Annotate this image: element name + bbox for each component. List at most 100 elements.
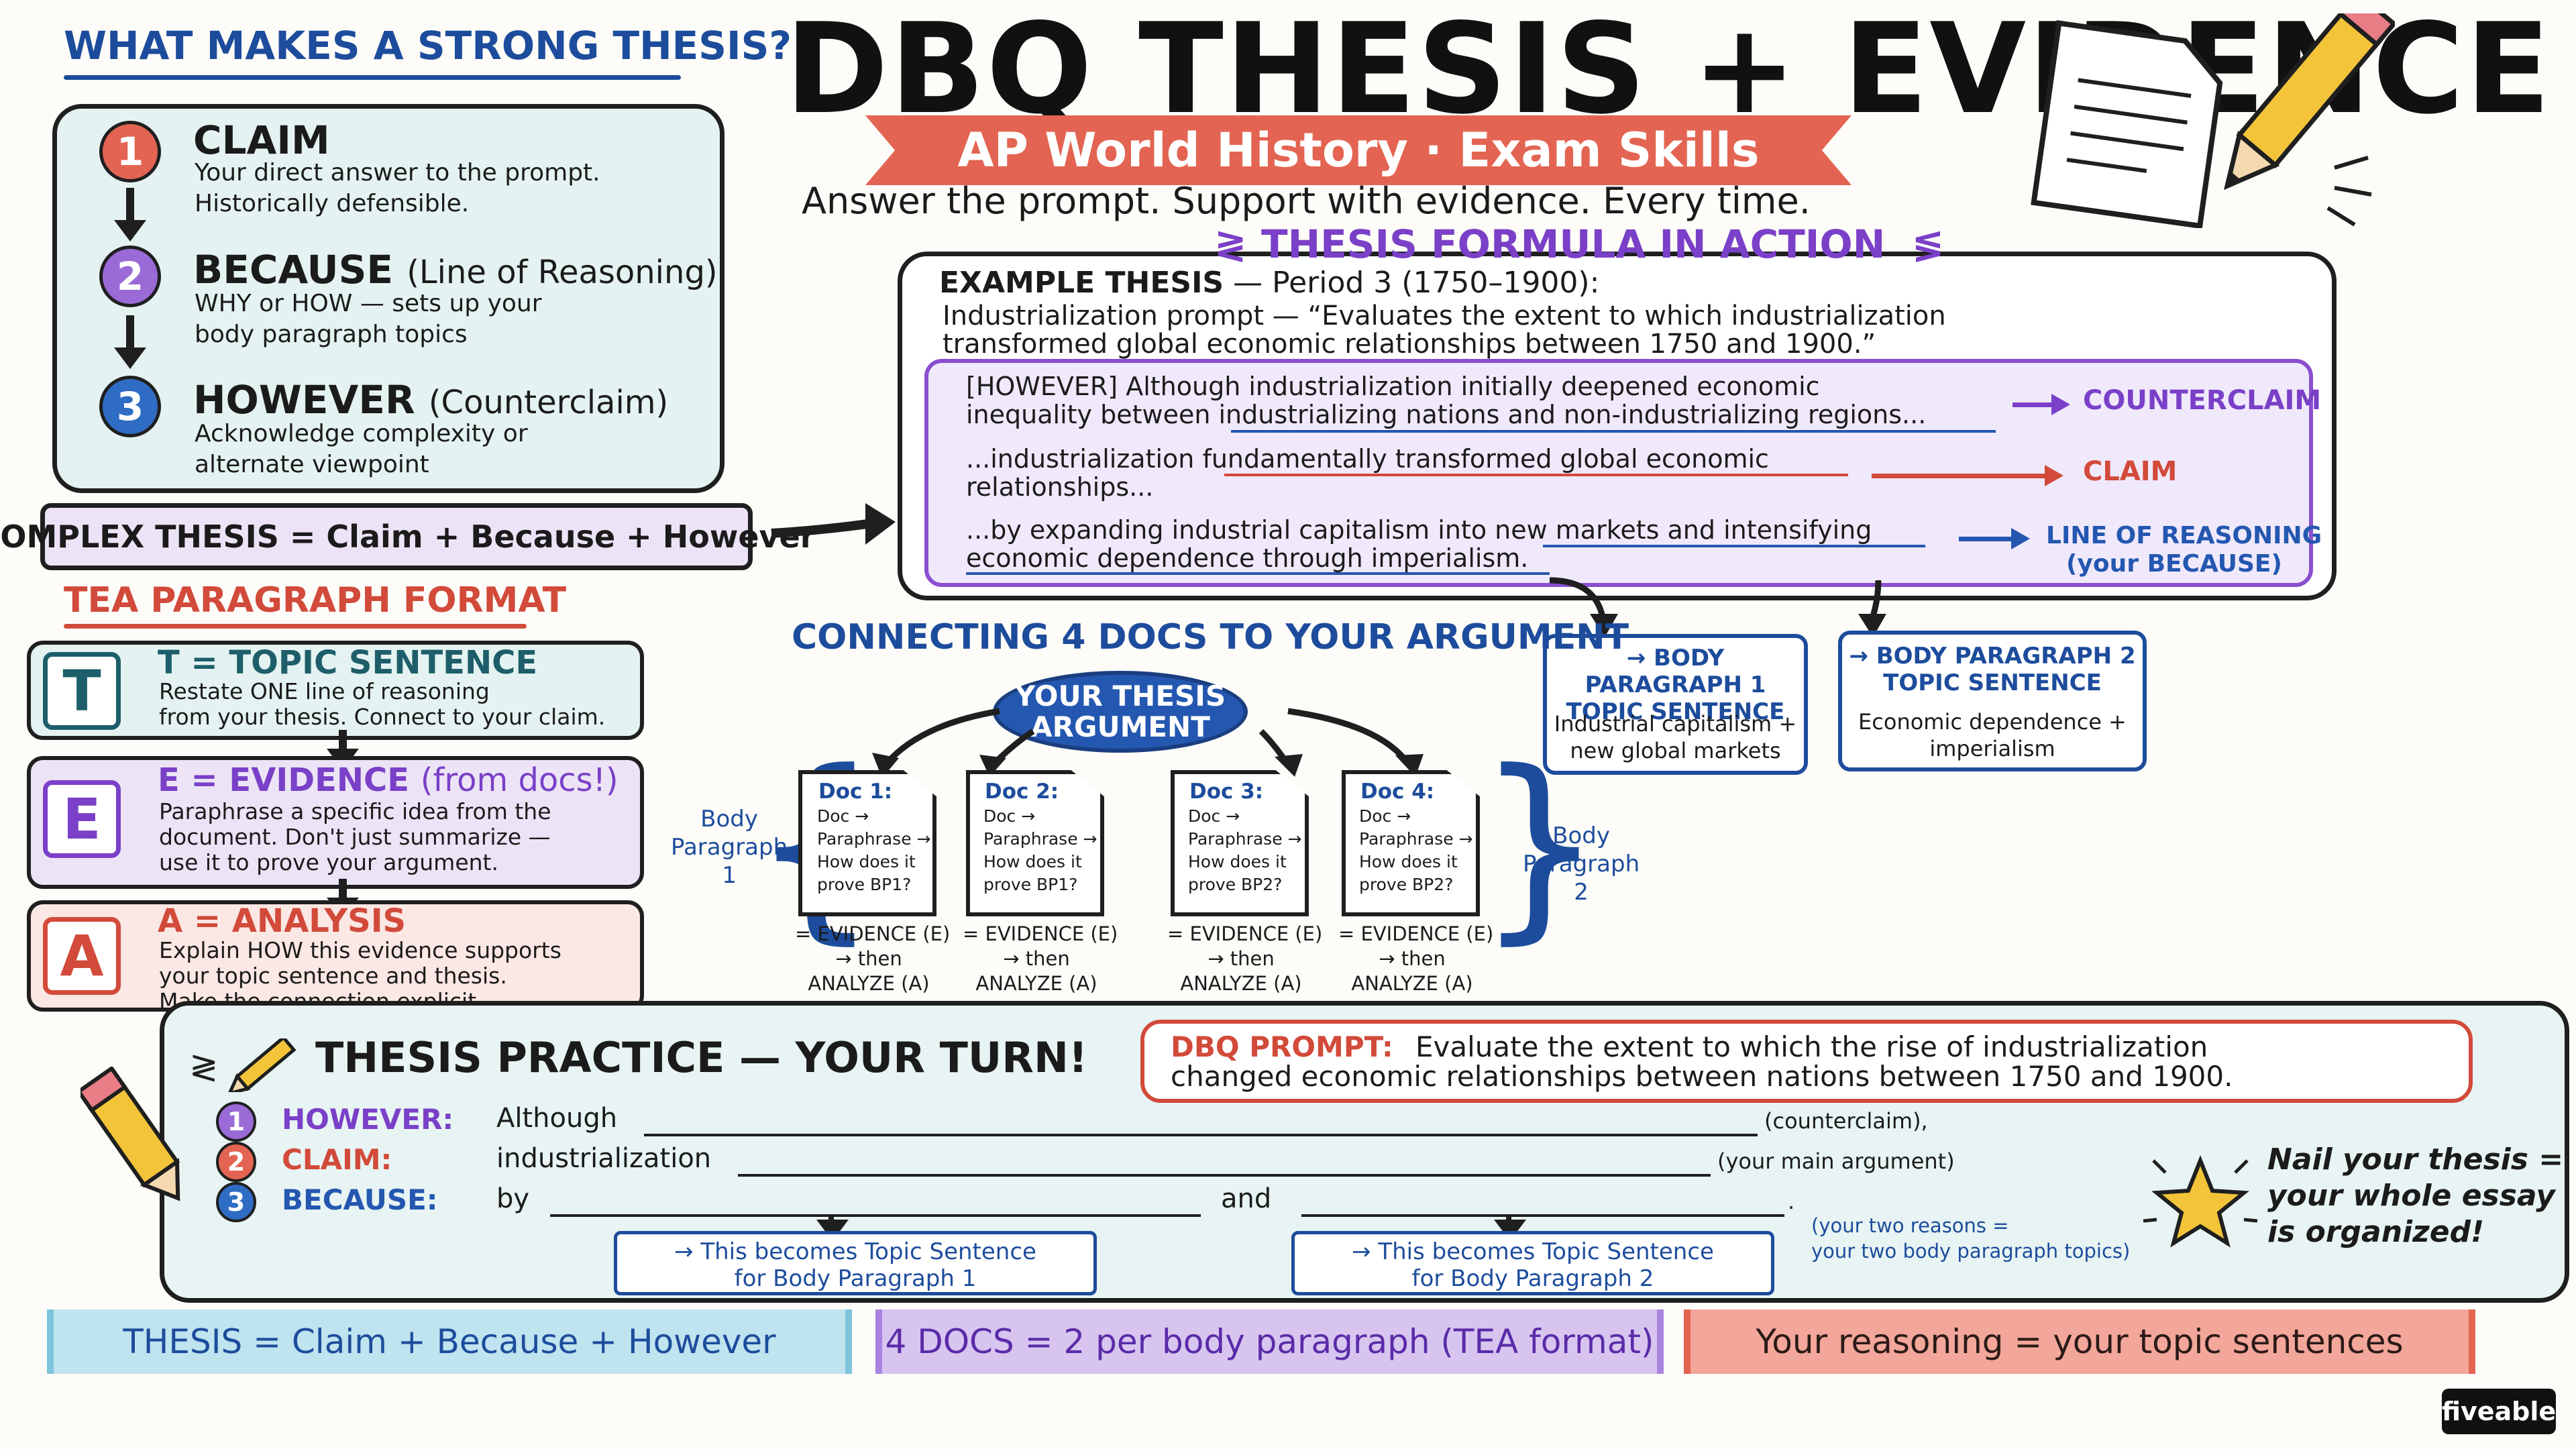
practice-label-claim: CLAIM: (282, 1143, 392, 1176)
right-brace-icon: } (1476, 728, 1604, 962)
tea-topic-box (27, 641, 644, 740)
practice-note-counterclaim: (counterclaim), (1764, 1108, 1928, 1134)
practice-num-1: 1 (216, 1102, 256, 1142)
step-number-1: 1 (99, 121, 161, 182)
thesis-part-claim: relationships... (966, 472, 1154, 502)
tea-letter-t: T (43, 652, 121, 730)
step-title-however: HOWEVER (Counterclaim) (193, 377, 669, 423)
tea-letter-e: E (43, 780, 121, 858)
tea-head-evidence: E = EVIDENCE (from docs!) (158, 761, 619, 799)
underline-mark (1231, 430, 1996, 433)
practice-num-2: 2 (216, 1142, 256, 1182)
down-curve-arrows-icon (1549, 577, 1886, 637)
thesis-part-however: [HOWEVER] Although industrialization ini… (966, 372, 1820, 401)
strong-thesis-title: WHAT MAKES A STRONG THESIS? (64, 23, 792, 68)
doc-title-3: Doc 3: (1189, 780, 1264, 804)
thesis-parts-box (924, 359, 2313, 587)
down-arrow-icon (1494, 1214, 1526, 1241)
bp2-body: Economic dependence +imperialism (1858, 709, 2127, 761)
pencil-icon (80, 1067, 180, 1201)
pencil-icon (2223, 13, 2395, 191)
reason-1-input[interactable] (550, 1214, 1201, 1217)
practice-num-3: 3 (216, 1182, 256, 1222)
underline-mark (1543, 545, 1925, 547)
step-number-3: 3 (99, 376, 161, 437)
tea-analysis-box (27, 900, 644, 1012)
tea-title: TEA PARAGRAPH FORMAT (64, 580, 567, 621)
underline-mark (1224, 474, 1848, 476)
arrow-icon (1959, 528, 2030, 549)
dbq-prompt-line: Evaluate the extent to which the rise of… (1415, 1030, 2208, 1063)
complex-thesis-box: COMPLEX THESIS = Claim + Because + Howev… (0, 503, 815, 570)
practice-label-because: BECAUSE: (282, 1183, 438, 1216)
summary-strip-reasoning: Your reasoning = your topic sentences (1684, 1309, 2475, 1374)
counterclaim-input[interactable] (644, 1134, 1758, 1136)
doc-title-2: Doc 2: (985, 780, 1059, 804)
tag-line-of-reasoning: LINE OF REASONING (2046, 522, 2322, 549)
document-card-1 (798, 770, 936, 916)
arrow-icon (2012, 394, 2070, 415)
practice-label-however: HOWEVER: (282, 1103, 454, 1136)
document-card-4 (1342, 770, 1480, 916)
tea-letter-a: A (43, 917, 121, 995)
star-icon (2143, 1155, 2258, 1248)
step-desc-claim: Your direct answer to the prompt.Histori… (195, 159, 600, 217)
thesis-part-however: inequality between industrializing natio… (966, 400, 1927, 429)
bp1-body: Industrial capitalism +new global market… (1554, 711, 1797, 763)
step-title-claim: CLAIM (193, 117, 330, 163)
document-icon (2031, 20, 2223, 228)
document-card-3 (1171, 770, 1309, 916)
practice-note-claim: (your main argument) (1717, 1148, 1955, 1174)
claim-input[interactable] (738, 1174, 1711, 1177)
document-card-2 (966, 770, 1104, 916)
arrow-icon (1872, 465, 2063, 486)
tagline: Answer the prompt. Support with evidence… (802, 180, 1811, 222)
down-arrow-icon (327, 730, 359, 770)
document-pencil-icon (2031, 13, 2395, 228)
example-thesis-label: EXAMPLE THESIS — Period 3 (1750–1900): (939, 266, 1600, 300)
thesis-part-because: ...by expanding industrial capitalism in… (966, 515, 1872, 545)
reason-2-input[interactable] (1301, 1214, 1784, 1217)
doc-title-1: Doc 1: (818, 780, 893, 804)
down-arrow-icon (114, 188, 146, 241)
right-arrow-icon (771, 503, 896, 545)
docs-title: CONNECTING 4 DOCS TO YOUR ARGUMENT (792, 617, 1629, 657)
practice-word-and: and (1221, 1183, 1272, 1214)
step-number-2: 2 (99, 246, 161, 307)
thesis-part-because: economic dependence through imperialism. (966, 543, 1529, 573)
thesis-part-claim: ...industrialization fundamentally trans… (966, 444, 1769, 474)
svg-text:≷: ≷ (189, 1047, 219, 1087)
doc-title-4: Doc 4: (1360, 780, 1435, 804)
pencil-icon: ≷ (189, 1038, 297, 1092)
summary-strip-thesis: THESIS = Claim + Because + However (47, 1309, 852, 1374)
practice-note-period: . (1788, 1189, 1795, 1214)
tag-counterclaim: COUNTERCLAIM (2083, 385, 2322, 416)
thesis-steps-box (52, 104, 724, 493)
tea-head-topic: T = TOPIC SENTENCE (158, 644, 538, 682)
title-underline (64, 75, 681, 80)
tag-your-because: (your BECAUSE) (2066, 550, 2282, 578)
banner-text: AP World History · Exam Skills (957, 123, 1760, 178)
practice-word-although: Although (496, 1103, 618, 1134)
deco-lines-icon: ≶ (1912, 221, 1945, 267)
deco-lines-icon: ≷ (1214, 221, 1247, 267)
